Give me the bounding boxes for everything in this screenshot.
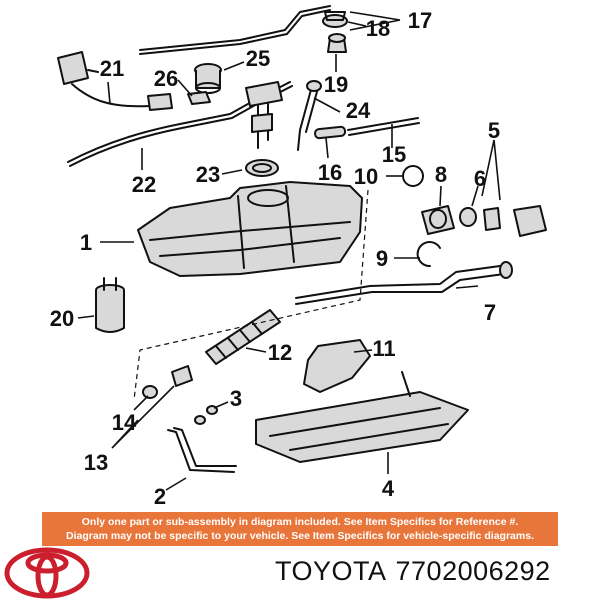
callout-6: 6 bbox=[474, 166, 486, 191]
callout-24: 24 bbox=[346, 98, 371, 123]
callout-2: 2 bbox=[154, 484, 166, 505]
callout-5: 5 bbox=[488, 118, 500, 143]
callout-23: 23 bbox=[196, 162, 220, 187]
bolts-3 bbox=[194, 405, 218, 425]
callout-4: 4 bbox=[382, 476, 395, 501]
disclaimer-line-2: Diagram may not be specific to your vehi… bbox=[65, 530, 534, 542]
callout-18: 18 bbox=[366, 16, 390, 41]
seal-6 bbox=[459, 207, 477, 227]
heat-shield-11 bbox=[303, 339, 371, 393]
toyota-logo-icon bbox=[4, 547, 90, 599]
filler-neck-8 bbox=[421, 205, 455, 235]
sender-unit bbox=[245, 81, 283, 149]
cap-5 bbox=[483, 205, 547, 237]
callout-21: 21 bbox=[100, 56, 124, 81]
callout-26: 26 bbox=[154, 66, 178, 91]
callout-1: 1 bbox=[80, 230, 92, 255]
fuel-filter-20 bbox=[95, 277, 125, 333]
callout-9: 9 bbox=[376, 246, 388, 271]
float-arm-24 bbox=[297, 80, 322, 151]
callout-15: 15 bbox=[382, 142, 406, 167]
callout-3: 3 bbox=[230, 386, 242, 411]
disclaimer-banner: Only one part or sub-assembly in diagram… bbox=[42, 512, 558, 546]
filler-hose-12 bbox=[205, 309, 281, 365]
callout-14: 14 bbox=[112, 410, 137, 435]
callout-11: 11 bbox=[372, 336, 395, 361]
fitting-13 bbox=[171, 365, 193, 387]
callout-22: 22 bbox=[132, 172, 156, 197]
fuel-tank-1 bbox=[137, 181, 363, 277]
brand-name: TOYOTA bbox=[275, 556, 387, 586]
leader-lines bbox=[77, 11, 501, 491]
pump-module-25 bbox=[194, 63, 222, 94]
callout-20: 20 bbox=[50, 306, 74, 331]
callout-17: 17 bbox=[408, 8, 432, 33]
filler-pipe-7 bbox=[295, 261, 513, 305]
assembly-outline bbox=[133, 189, 369, 401]
callout-25: 25 bbox=[246, 46, 270, 71]
vent-tube-17 bbox=[139, 5, 331, 55]
callout-10: 10 bbox=[354, 164, 378, 189]
valve-19 bbox=[327, 33, 347, 53]
clamp-10 bbox=[402, 165, 424, 187]
disclaimer-line-1: Only one part or sub-assembly in diagram… bbox=[81, 516, 519, 528]
callout-19: 19 bbox=[324, 72, 348, 97]
strap-2 bbox=[167, 427, 237, 473]
callout-8: 8 bbox=[435, 162, 447, 187]
skid-plate-4 bbox=[255, 371, 469, 463]
callout-7: 7 bbox=[484, 300, 496, 325]
footer-brand-line: TOYOTA 7702006292 bbox=[275, 556, 560, 587]
cap-18 bbox=[322, 11, 348, 28]
gasket-23 bbox=[245, 159, 279, 177]
fuel-line-22 bbox=[67, 81, 293, 167]
callout-12: 12 bbox=[268, 340, 292, 365]
clip-14 bbox=[142, 385, 158, 399]
part-number: 7702006292 bbox=[395, 556, 551, 586]
gasket-26 bbox=[187, 91, 211, 105]
bar-15 bbox=[347, 117, 420, 136]
canister-21 bbox=[57, 51, 173, 111]
callout-16: 16 bbox=[318, 160, 342, 185]
parts-diagram: 1 2 3 4 5 6 7 8 9 10 11 12 13 14 15 16 1… bbox=[50, 5, 547, 505]
clamp-ring-9 bbox=[416, 241, 441, 268]
hose-16 bbox=[314, 125, 347, 140]
callout-13: 13 bbox=[84, 450, 108, 475]
